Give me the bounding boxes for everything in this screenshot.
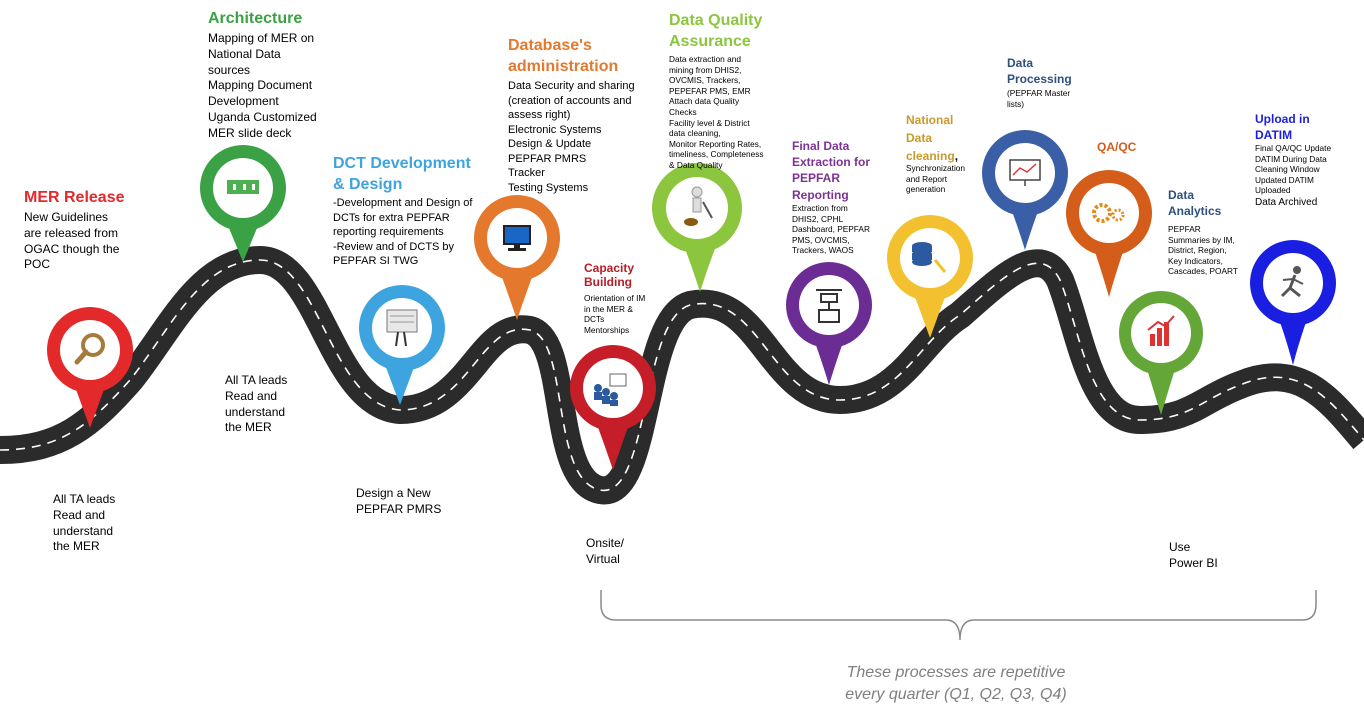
final-extraction-title: Final Data Extraction for PEPFAR Reporti… <box>792 139 871 202</box>
dct-body: -Development and Design of DCTs for extr… <box>333 197 473 268</box>
national-cleaning-body: Synchronization and Report generation <box>906 163 966 195</box>
gears-icon <box>1092 203 1125 223</box>
capacity-body: Orientation of IM in the MER & DCTs Ment… <box>584 293 646 335</box>
network-icon <box>816 289 842 323</box>
architecture-body: Mapping of MER on National Data sources … <box>208 31 317 140</box>
capacity-title: Capacity Building <box>584 261 635 290</box>
upload-datim-title: Upload in DATIM <box>1255 112 1310 143</box>
puzzle-icon <box>227 180 259 194</box>
pin-data-analytics <box>1119 291 1203 415</box>
bar-chart-icon <box>1147 315 1175 346</box>
pin-upload-datim <box>1250 240 1336 365</box>
pin-mer-release <box>47 307 133 428</box>
data-analytics-body: PEPFAR Summaries by IM, District, Region… <box>1168 224 1238 277</box>
cleaning-person-icon <box>684 186 713 226</box>
data-quality-title: Data Quality Assurance <box>669 12 763 50</box>
pin-capacity <box>570 345 656 470</box>
national-cleaning-title: National Data cleaning <box>906 113 955 163</box>
presentation-chart-icon <box>1009 159 1041 186</box>
monitor-icon <box>503 225 531 251</box>
pin-dct <box>359 285 445 405</box>
road-center-line <box>0 259 1364 491</box>
final-extraction-body: Extraction from DHIS2, CPHL Dashboard, P… <box>792 203 870 256</box>
pin-architecture <box>200 145 286 262</box>
pin-final-extraction <box>786 262 872 385</box>
data-analytics-title: Data Analytics <box>1168 188 1222 219</box>
pin-national-cleaning <box>887 215 973 338</box>
dct-title: DCT Development & Design <box>333 155 471 193</box>
bracket-note: These processes are repetitive every qua… <box>845 664 1067 703</box>
quarterly-bracket <box>600 590 1317 641</box>
upload-datim-body: Final QA/QC Update DATIM During Data Cle… <box>1255 143 1332 196</box>
upload-datim-body2: Data Archived <box>1255 197 1318 208</box>
training-icon <box>594 373 627 406</box>
pin-data-processing <box>982 130 1068 250</box>
pin-qa-qc <box>1066 170 1152 297</box>
database-body: Data Security and sharing (creation of a… <box>508 80 635 194</box>
mer-release-title: MER Release <box>24 189 125 206</box>
architecture-below: All TA leads Read and understand the MER <box>225 373 288 435</box>
national-cleaning-title-comma: , <box>954 149 959 163</box>
data-processing-title: Data Processing <box>1007 56 1072 87</box>
architecture-title: Architecture <box>208 10 303 27</box>
data-processing-body: (PEPFAR Master lists) <box>1007 88 1071 109</box>
qa-qc-title: QA/QC <box>1097 140 1137 154</box>
data-analytics-below: Use Power BI <box>1169 540 1218 570</box>
capacity-below: Onsite/ Virtual <box>586 536 625 566</box>
mer-release-body: New Guidelines are released from OGAC th… <box>24 210 120 272</box>
magnifier-icon <box>74 333 105 365</box>
pin-data-quality <box>652 163 742 292</box>
national-cleaning-heading: National Data cleaning, <box>906 111 958 165</box>
runner-icon <box>1280 266 1304 298</box>
data-quality-body: Data extraction and mining from DHIS2, O… <box>669 54 764 171</box>
pin-database <box>474 195 560 320</box>
database-icon <box>912 242 947 273</box>
mer-release-below: All TA leads Read and understand the MER <box>53 492 116 554</box>
dct-below: Design a New PEPFAR PMRS <box>356 486 442 516</box>
winding-road <box>0 245 1364 505</box>
database-title: Database's administration <box>508 37 619 75</box>
blueprint-icon <box>386 309 418 347</box>
